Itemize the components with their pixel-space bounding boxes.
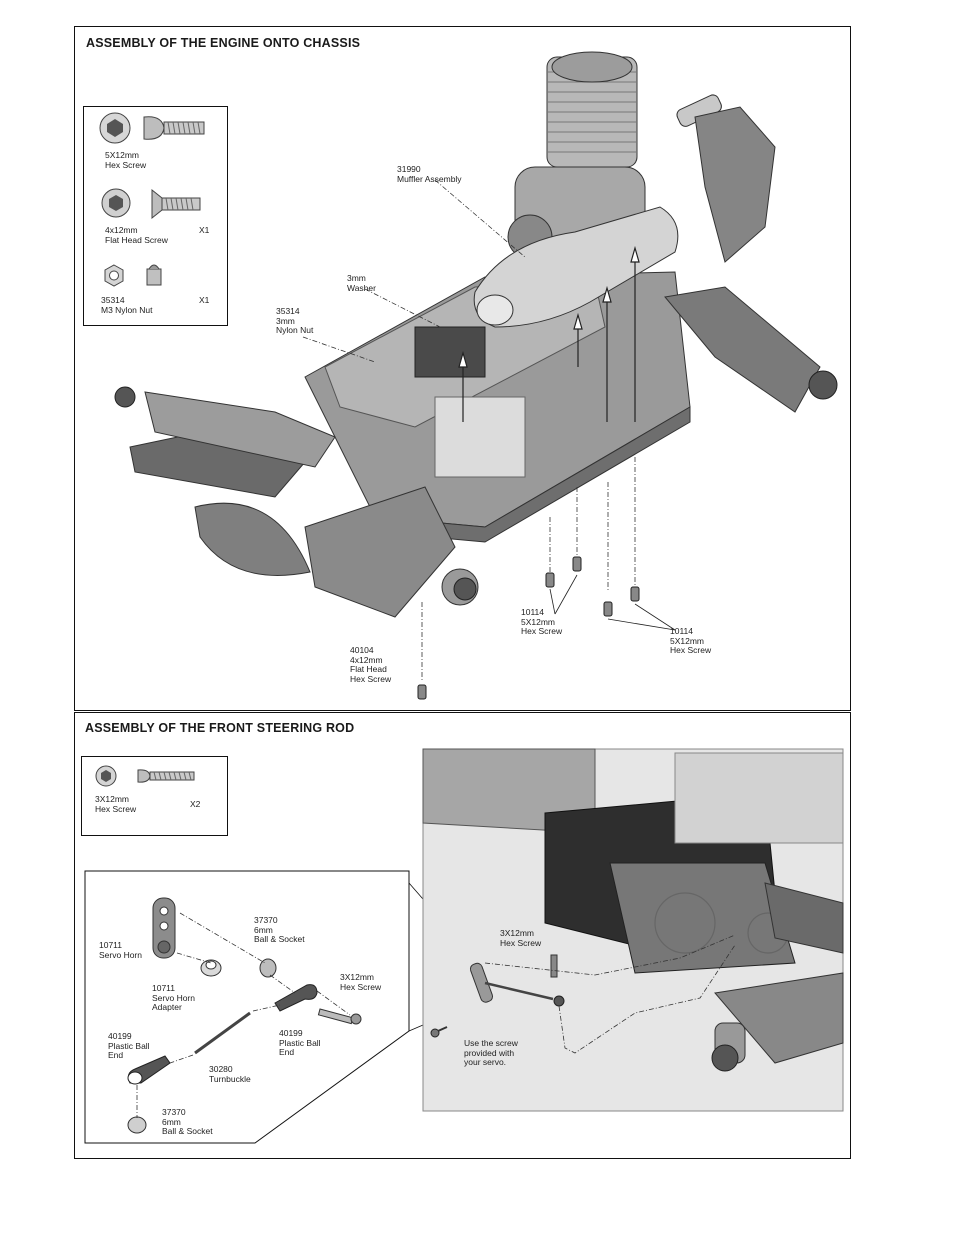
plastic-ball-end-right-drawing	[274, 984, 318, 1012]
engine-parts-illustrations	[99, 112, 205, 287]
callout-hex-screw-left: 10114 5X12mm Hex Screw	[521, 607, 563, 636]
steering-section-title: ASSEMBLY OF THE FRONT STEERING ROD	[85, 721, 355, 735]
callout-hex-screw-car: 3X12mm Hex Screw	[500, 928, 542, 948]
callout-servo-horn-adapter: 10711 Servo Horn Adapter	[152, 983, 195, 1012]
callout-plastic-ball-end-left: 40199 Plastic Ball End	[108, 1031, 150, 1060]
small-hex-screw-side-icon	[137, 769, 195, 783]
servo-horn-adapter-drawing	[200, 959, 222, 977]
ball-socket-bottom-drawing	[127, 1116, 147, 1134]
car-leader-lines	[484, 934, 736, 1054]
callout-hex-screw-right: 10114 5X12mm Hex Screw	[670, 626, 712, 655]
callout-ball-socket-bottom: 37370 6mm Ball & Socket	[162, 1107, 213, 1136]
callout-servo-screw-note: Use the screw provided with your servo.	[464, 1038, 518, 1067]
hex-screw-head-icon	[99, 112, 131, 144]
nylon-nut-side-icon	[146, 264, 162, 286]
screw-pointer-lines	[549, 574, 676, 631]
callout-turnbuckle: 30280 Turnbuckle	[209, 1064, 251, 1084]
servo-drawing	[414, 326, 526, 478]
callout-hex-screw-exploded: 3X12mm Hex Screw	[340, 972, 382, 992]
callout-ball-socket-top: 37370 6mm Ball & Socket	[254, 915, 305, 944]
parts-label-flat-head-screw: 4x12mm Flat Head Screw	[105, 225, 168, 245]
callout-washer: 3mm Washer	[347, 273, 376, 293]
engine-assembly-panel: ASSEMBLY OF THE ENGINE ONTO CHASSIS	[74, 26, 851, 711]
muffler-drawing	[473, 94, 722, 328]
hex-screw-exploded-drawing	[317, 1008, 362, 1025]
car-closeup-drawing	[422, 748, 844, 1112]
callout-servo-horn: 10711 Servo Horn	[99, 940, 142, 960]
rear-arm-drawing	[664, 106, 838, 413]
flat-head-screw-head-icon	[101, 188, 131, 218]
mounting-arrows	[458, 245, 640, 422]
callout-nylon-nut: 35314 3mm Nylon Nut	[276, 306, 314, 335]
steering-rod-drawing	[469, 954, 565, 1007]
callout-muffler-assembly: 31990 Muffler Assembly	[397, 164, 462, 184]
steering-parts-box: 3X12mm Hex Screw X2	[81, 756, 228, 836]
steering-leader-lines	[136, 912, 351, 1118]
parts-qty-3x12-hex-screw: X2	[190, 799, 201, 809]
steering-illustration	[84, 748, 844, 1144]
engine-chassis-illustration	[114, 51, 838, 700]
parts-label-3x12-hex-screw: 3X12mm Hex Screw	[95, 794, 137, 814]
engine-parts-box: 5X12mm Hex Screw 4x12mm Flat Head Screw …	[83, 106, 228, 326]
parts-label-hex-screw: 5X12mm Hex Screw	[105, 150, 147, 170]
front-arm-drawing	[114, 386, 479, 618]
parts-qty-nylon-nut: X1	[199, 295, 210, 305]
turnbuckle-drawing	[194, 1011, 251, 1055]
servo-horn-drawing	[152, 897, 176, 959]
parts-qty-flat-head-screw: X1	[199, 225, 210, 235]
leader-lines	[302, 179, 636, 682]
bottom-screws-drawing	[417, 556, 640, 700]
hex-screw-side-icon	[143, 116, 205, 140]
parts-label-nylon-nut: 35314 M3 Nylon Nut	[101, 295, 153, 315]
servo-screw-drawing	[430, 1026, 448, 1038]
callout-flat-head-hex-screw: 40104 4x12mm Flat Head Hex Screw	[350, 645, 392, 684]
callout-plastic-ball-end-right: 40199 Plastic Ball End	[279, 1028, 321, 1057]
flat-head-screw-side-icon	[151, 188, 201, 220]
plastic-ball-end-left-drawing	[127, 1055, 171, 1085]
small-hex-screw-head-icon	[95, 765, 117, 787]
steering-assembly-panel: ASSEMBLY OF THE FRONT STEERING ROD 3X12m…	[74, 712, 851, 1159]
engine-section-title: ASSEMBLY OF THE ENGINE ONTO CHASSIS	[86, 36, 361, 50]
steering-parts-illustrations	[95, 765, 195, 787]
nylon-nut-top-icon	[104, 264, 124, 287]
ball-socket-top-drawing	[259, 958, 277, 978]
